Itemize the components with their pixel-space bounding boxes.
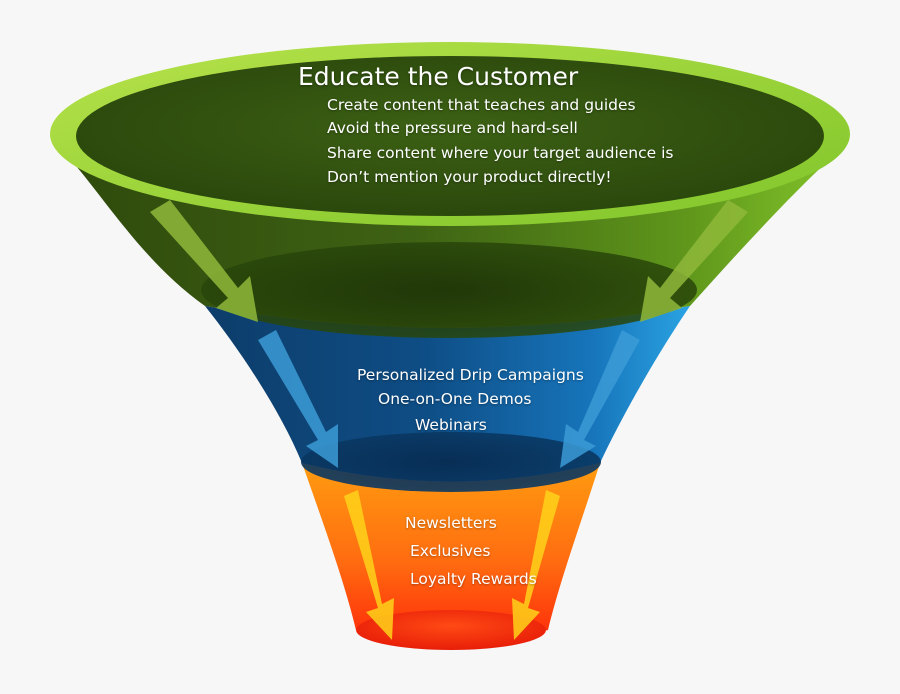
stage-3-item: Exclusives	[410, 542, 491, 560]
stage-2-item: Webinars	[415, 416, 487, 434]
stage-2-base	[301, 432, 601, 492]
stage-2-item: Personalized Drip Campaigns	[357, 366, 584, 384]
stage-1-item: Create content that teaches and guides	[327, 96, 636, 114]
stage-3-item: Loyalty Rewards	[410, 570, 537, 588]
funnel-opening	[76, 56, 824, 216]
stage-1-item: Don’t mention your product directly!	[327, 168, 612, 186]
stage-3-item: Newsletters	[405, 514, 497, 532]
arrow-icon	[640, 200, 748, 322]
arrow-icon	[258, 330, 338, 468]
arrow-icons	[150, 200, 748, 640]
arrow-icon	[344, 490, 394, 640]
arrow-icon	[150, 200, 258, 322]
stage-1-item: Share content where your target audience…	[327, 144, 674, 162]
stage-1-base	[201, 242, 697, 338]
stage-1-item: Avoid the pressure and hard-sell	[327, 119, 578, 137]
arrow-icon	[512, 490, 560, 640]
stage-1-title: Educate the Customer	[298, 62, 579, 91]
stage-3-base	[356, 610, 546, 650]
stage-2-item: One-on-One Demos	[378, 390, 532, 408]
arrow-icon	[560, 330, 640, 468]
